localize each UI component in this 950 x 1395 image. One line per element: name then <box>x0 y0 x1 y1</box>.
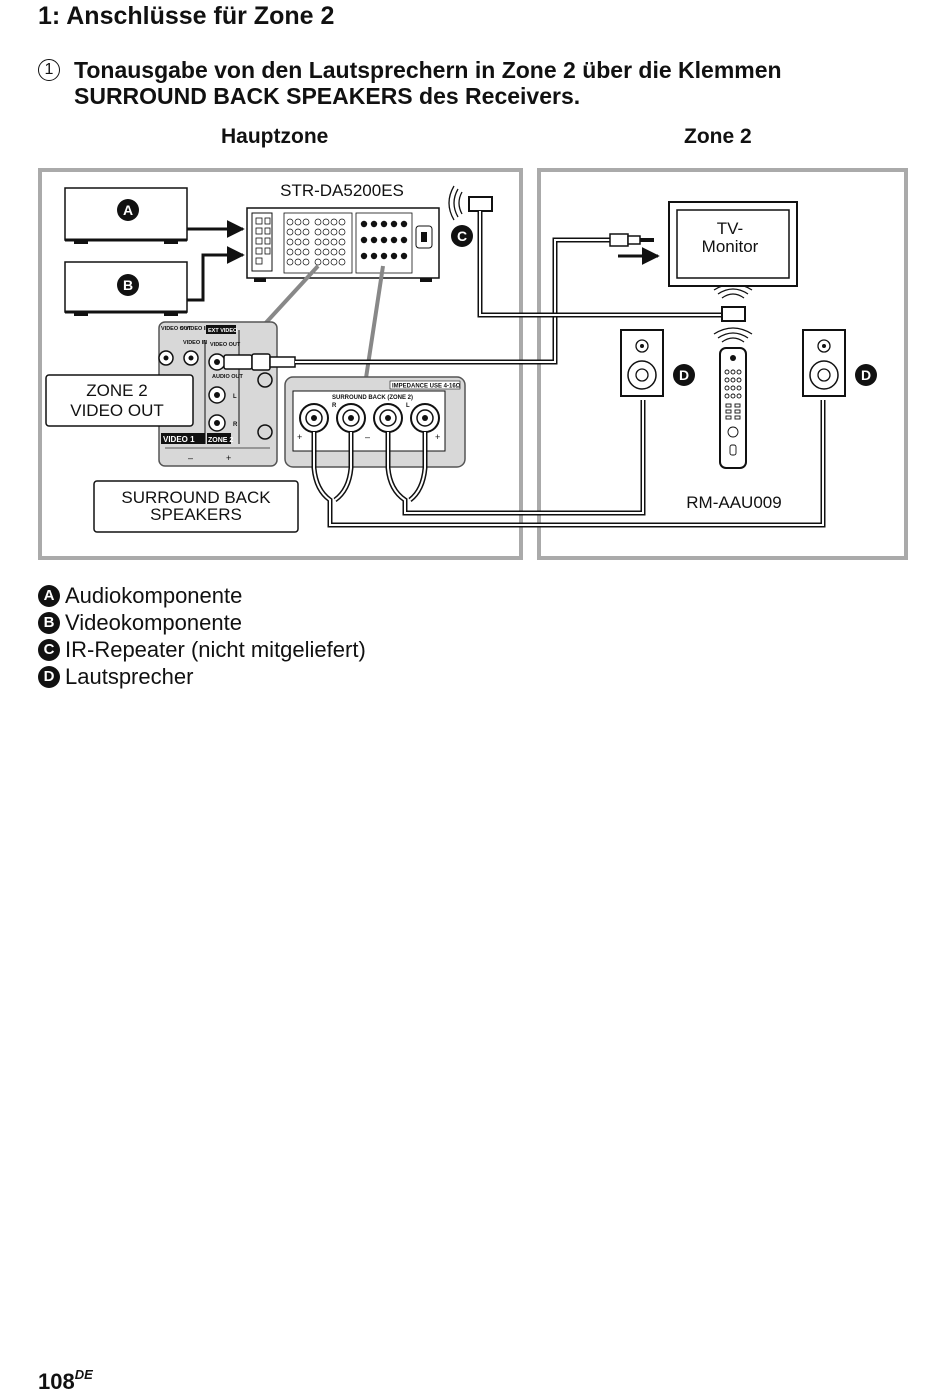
legend-item: B Videokomponente <box>38 609 366 636</box>
svg-text:L: L <box>406 403 410 409</box>
svg-text:VIDEO 1: VIDEO 1 <box>163 435 195 444</box>
legend-marker-d: D <box>38 665 60 688</box>
svg-text:–: – <box>365 432 370 442</box>
page-language-suffix: DE <box>74 1367 93 1382</box>
remote-model-label: RM-AAU009 <box>686 493 781 512</box>
connection-diagram: A B STR-DA5200ES <box>38 168 908 560</box>
legend-marker-a: A <box>38 584 60 607</box>
svg-text:IMPEDANCE USE 4-16Ω: IMPEDANCE USE 4-16Ω <box>392 384 461 390</box>
svg-text:VIDEO OUT: VIDEO OUT <box>210 342 241 348</box>
legend-item: D Lautsprecher <box>38 663 366 690</box>
step-text-line-1: Tonausgabe von den Lautsprechern in Zone… <box>74 57 782 83</box>
legend-marker-b: B <box>38 611 60 634</box>
section-title: 1: Anschlüsse für Zone 2 <box>38 2 335 30</box>
ir-repeater-icon <box>448 185 753 322</box>
step-number: 1 <box>38 59 60 81</box>
legend: A Audiokomponente B Videokomponente C IR… <box>38 582 366 690</box>
main-zone-label: Hauptzone <box>221 125 329 148</box>
svg-text:VIDEO IN: VIDEO IN <box>183 340 207 346</box>
video-cable <box>223 233 654 371</box>
step-text-line-2: SURROUND BACK SPEAKERS des Receivers. <box>74 83 581 109</box>
svg-text:+: + <box>297 432 302 442</box>
receiver-rear-panel <box>246 207 440 282</box>
svg-text:ZONE 2: ZONE 2 <box>86 381 147 400</box>
zoom-line-zone2-video <box>260 264 320 329</box>
svg-text:ZONE 2: ZONE 2 <box>208 437 233 444</box>
svg-text:AUDIO OUT: AUDIO OUT <box>212 374 244 380</box>
svg-text:B: B <box>123 277 133 293</box>
video-component-icon <box>64 261 188 316</box>
svg-text:SPEAKERS: SPEAKERS <box>150 505 242 524</box>
zone-2-label: Zone 2 <box>684 125 752 148</box>
svg-text:D: D <box>679 367 689 383</box>
svg-text:D: D <box>861 367 871 383</box>
zoom-line-surround-back <box>364 265 385 379</box>
legend-text: Lautsprecher <box>65 664 194 689</box>
svg-text:A: A <box>123 202 133 218</box>
svg-text:R: R <box>233 422 238 428</box>
svg-text:S VIDEO IN: S VIDEO IN <box>180 326 209 332</box>
svg-text:–: – <box>188 453 193 463</box>
svg-text:+: + <box>435 432 440 442</box>
remote-control-icon <box>713 327 753 469</box>
svg-text:TV-: TV- <box>717 219 743 238</box>
svg-text:+: + <box>226 453 231 463</box>
callout-zone2-video-out: ZONE 2 VIDEO OUT <box>45 374 194 427</box>
speaker-cables <box>311 400 826 528</box>
marker-d-right: D <box>855 364 877 386</box>
surround-back-terminals-panel: IMPEDANCE USE 4-16Ω SURROUND BACK (ZONE … <box>284 376 466 468</box>
callout-surround-back-speakers: SURROUND BACK SPEAKERS <box>93 480 299 533</box>
svg-text:SURROUND BACK: SURROUND BACK <box>121 488 271 507</box>
cable-b-to-receiver <box>187 246 245 302</box>
svg-text:L: L <box>233 394 237 400</box>
legend-item: A Audiokomponente <box>38 582 366 609</box>
page-number: 108DE <box>38 1367 93 1395</box>
marker-a: A <box>117 199 139 221</box>
receiver-model-label: STR-DA5200ES <box>280 181 404 200</box>
svg-text:R: R <box>332 403 337 409</box>
svg-text:EXT VIDEO: EXT VIDEO <box>208 328 238 334</box>
svg-text:VIDEO OUT: VIDEO OUT <box>161 326 192 332</box>
legend-item: C IR-Repeater (nicht mitgeliefert) <box>38 636 366 663</box>
svg-text:C: C <box>457 228 467 244</box>
svg-text:VIDEO OUT: VIDEO OUT <box>70 401 164 420</box>
marker-b: B <box>117 274 139 296</box>
legend-marker-c: C <box>38 638 60 661</box>
svg-text:Monitor: Monitor <box>702 237 759 256</box>
svg-text:SURROUND BACK (ZONE 2): SURROUND BACK (ZONE 2) <box>332 395 413 401</box>
legend-text: Videokomponente <box>65 610 242 635</box>
zone2-video-out-panel: VIDEO OUT S VIDEO IN VIDEO IN EXT VIDEO … <box>158 321 278 467</box>
legend-text: Audiokomponente <box>65 583 243 608</box>
page-number-value: 108 <box>38 1369 75 1394</box>
speaker-right-icon <box>802 329 846 397</box>
step-text: Tonausgabe von den Lautsprechern in Zone… <box>74 57 894 109</box>
marker-d-left: D <box>673 364 695 386</box>
speaker-left-icon <box>620 329 664 397</box>
marker-c: C <box>451 225 473 247</box>
tv-monitor-icon: TV- Monitor <box>668 201 798 287</box>
legend-text: IR-Repeater (nicht mitgeliefert) <box>65 637 366 662</box>
